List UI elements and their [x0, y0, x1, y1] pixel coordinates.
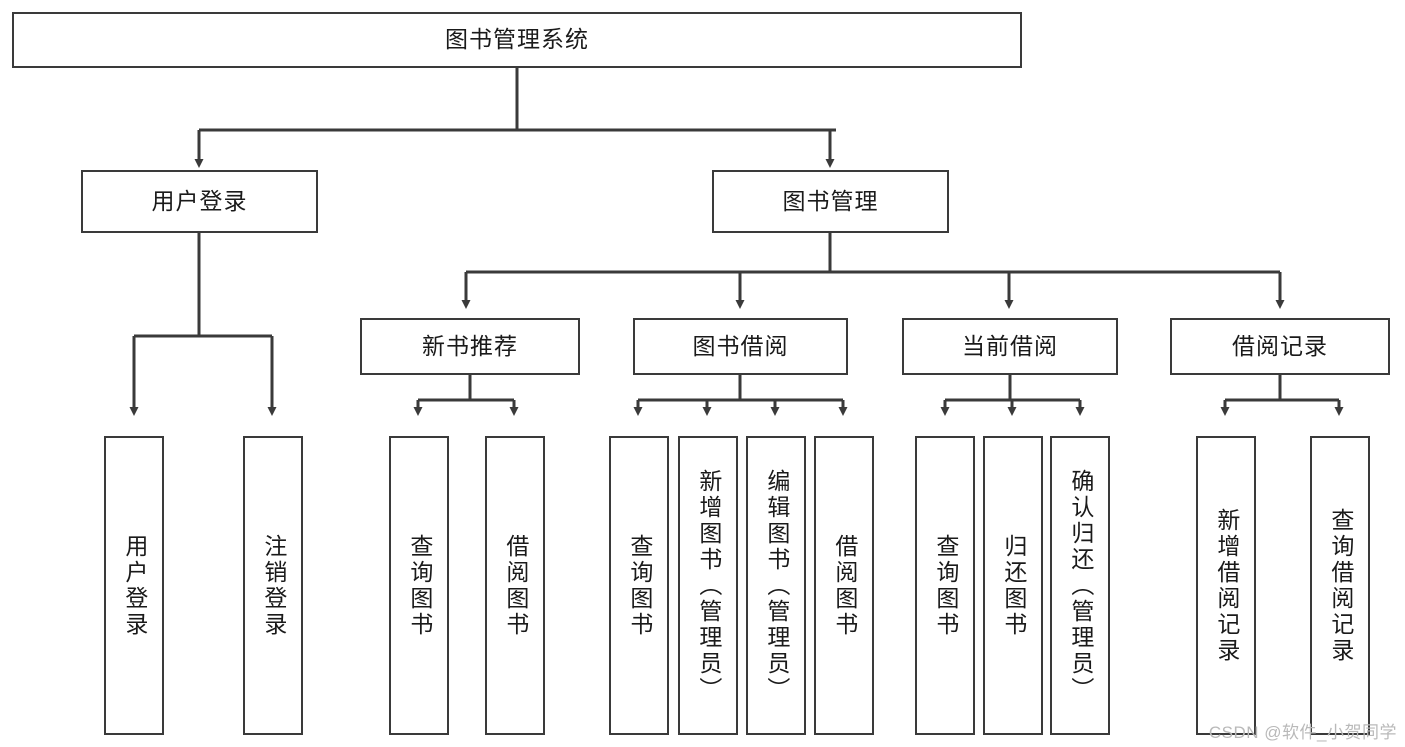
- node-leaf-query-book-current[interactable]: 查询图书: [915, 436, 975, 735]
- node-leaf-label: 查询图书: [406, 533, 433, 638]
- node-book-borrow-label: 图书借阅: [692, 332, 789, 359]
- node-borrow-record[interactable]: 借阅记录: [1170, 318, 1390, 375]
- node-leaf-label: 确认归还（管理员）: [1067, 468, 1094, 703]
- node-leaf-add-book-admin[interactable]: 新增图书（管理员）: [678, 436, 738, 735]
- node-current-borrow-label: 当前借阅: [962, 332, 1058, 359]
- node-leaf-label: 编辑图书（管理员）: [763, 468, 790, 703]
- node-leaf-query-borrow-record[interactable]: 查询借阅记录: [1310, 436, 1370, 735]
- node-root-label: 图书管理系统: [445, 26, 589, 53]
- node-leaf-edit-book-admin[interactable]: 编辑图书（管理员）: [746, 436, 806, 735]
- node-leaf-query-book-recommend[interactable]: 查询图书: [389, 436, 449, 735]
- node-leaf-label: 新增图书（管理员）: [695, 468, 722, 703]
- node-book-management-label: 图书管理: [782, 187, 879, 214]
- node-leaf-label: 用户登录: [121, 533, 148, 638]
- node-leaf-label: 借阅图书: [502, 533, 529, 638]
- node-leaf-add-borrow-record[interactable]: 新增借阅记录: [1196, 436, 1256, 735]
- watermark: CSDN @软件_小贺同学: [1208, 723, 1397, 742]
- node-leaf-label: 借阅图书: [831, 533, 858, 638]
- node-leaf-logout[interactable]: 注销登录: [243, 436, 303, 735]
- node-leaf-query-book-borrow[interactable]: 查询图书: [609, 436, 669, 735]
- node-leaf-label: 新增借阅记录: [1213, 507, 1240, 664]
- node-borrow-record-label: 借阅记录: [1232, 332, 1328, 359]
- node-new-book-recommend-label: 新书推荐: [422, 332, 518, 359]
- node-leaf-label: 查询借阅记录: [1327, 507, 1354, 664]
- node-book-borrow[interactable]: 图书借阅: [633, 318, 848, 375]
- node-leaf-borrow-book-recommend[interactable]: 借阅图书: [485, 436, 545, 735]
- node-leaf-label: 查询图书: [932, 533, 959, 638]
- node-leaf-return-book[interactable]: 归还图书: [983, 436, 1043, 735]
- node-leaf-label: 查询图书: [626, 533, 653, 638]
- node-root[interactable]: 图书管理系统: [12, 12, 1022, 68]
- node-current-borrow[interactable]: 当前借阅: [902, 318, 1118, 375]
- node-leaf-label: 注销登录: [260, 533, 287, 638]
- node-leaf-label: 归还图书: [1000, 533, 1027, 638]
- node-user-login-label: 用户登录: [151, 187, 248, 214]
- node-user-login[interactable]: 用户登录: [81, 170, 318, 233]
- node-leaf-borrow-book[interactable]: 借阅图书: [814, 436, 874, 735]
- node-book-management[interactable]: 图书管理: [712, 170, 949, 233]
- node-leaf-confirm-return-admin[interactable]: 确认归还（管理员）: [1050, 436, 1110, 735]
- node-new-book-recommend[interactable]: 新书推荐: [360, 318, 580, 375]
- node-leaf-user-login[interactable]: 用户登录: [104, 436, 164, 735]
